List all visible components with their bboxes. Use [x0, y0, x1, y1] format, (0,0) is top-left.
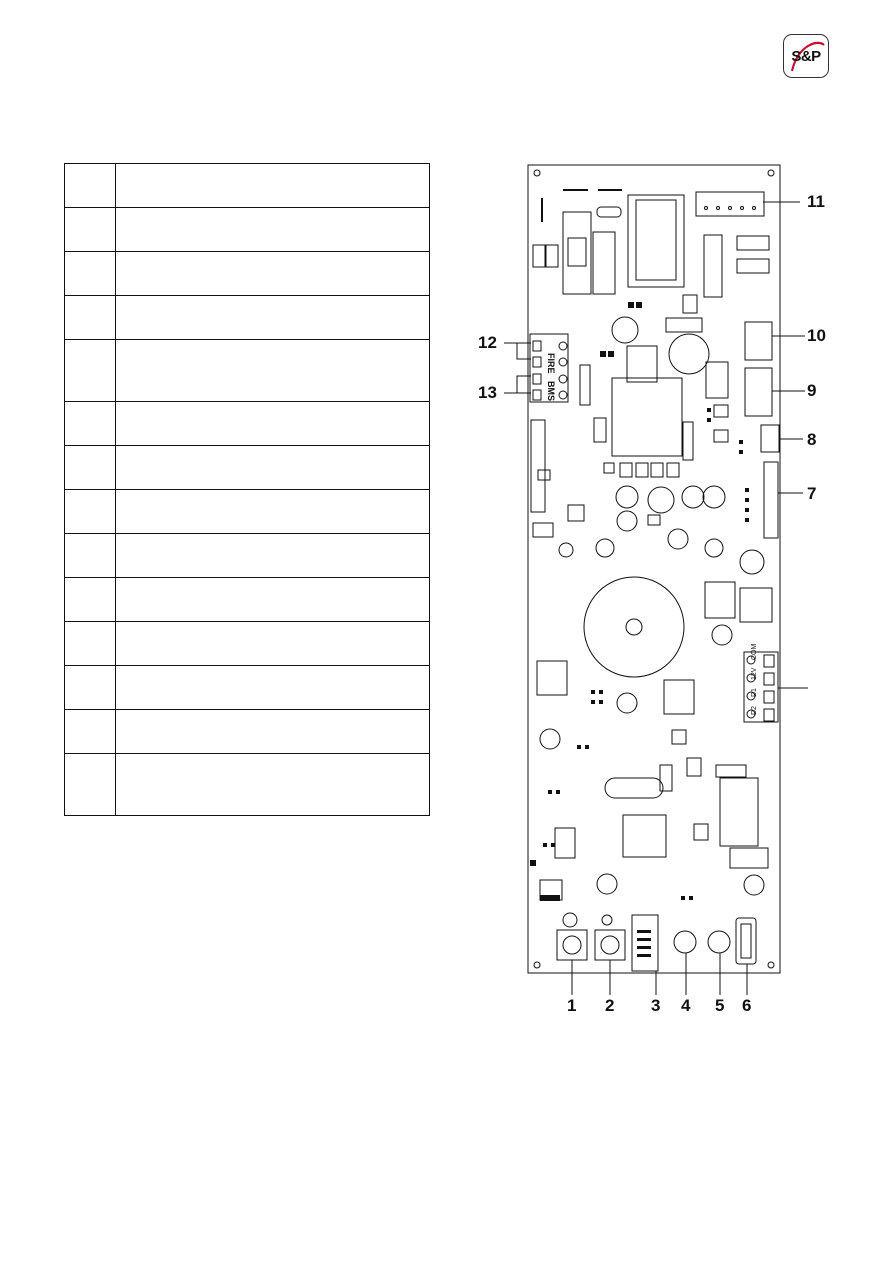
transformer	[583, 576, 685, 678]
table-cell-number	[64, 577, 116, 622]
table-cell-description	[115, 577, 430, 622]
12v-terminal-label: 12V	[751, 667, 758, 680]
table-row	[64, 753, 430, 816]
table-row	[64, 621, 430, 666]
table-cell-number	[64, 339, 116, 402]
d1-terminal-label: D1	[751, 688, 758, 697]
connector-9	[744, 367, 773, 417]
table-row	[64, 665, 430, 710]
table-row	[64, 163, 430, 208]
callout-6: 6	[742, 996, 752, 1015]
table-cell-description	[115, 753, 430, 816]
table-cell-description	[115, 621, 430, 666]
table-cell-description	[115, 533, 430, 578]
output-terminal-block	[743, 651, 779, 723]
table-row	[64, 445, 430, 490]
table-cell-description	[115, 489, 430, 534]
legend-table	[64, 163, 430, 816]
connector-8	[760, 424, 780, 453]
leader-line-13	[504, 375, 531, 394]
table-cell-description	[115, 163, 430, 208]
connector-11	[695, 191, 765, 217]
pcb-diagram: FIRE BMS COM 12V D1 D2	[504, 164, 808, 995]
callout-7: 7	[807, 484, 817, 503]
com-terminal-label: COM	[751, 644, 758, 661]
table-cell-description	[115, 295, 430, 340]
callout-5: 5	[715, 996, 725, 1015]
table-cell-number	[64, 753, 116, 816]
logo-swoosh-icon	[790, 41, 825, 72]
callout-8: 8	[807, 430, 817, 449]
button-1	[556, 929, 588, 961]
callout-4: 4	[681, 996, 691, 1015]
sp-logo: S&P	[783, 34, 829, 78]
table-cell-number	[64, 665, 116, 710]
table-row	[64, 489, 430, 534]
table-cell-number	[64, 207, 116, 252]
d2-terminal-label: D2	[751, 706, 758, 715]
table-cell-number	[64, 533, 116, 578]
table-row	[64, 577, 430, 622]
callout-2: 2	[605, 996, 615, 1015]
callout-12: 12	[478, 333, 497, 352]
table-cell-description	[115, 709, 430, 754]
table-row	[64, 533, 430, 578]
table-cell-number	[64, 295, 116, 340]
usb-connector-6	[735, 917, 757, 965]
fire-terminal-label: FIRE	[546, 353, 556, 374]
bms-terminal-label: BMS	[546, 381, 556, 401]
table-row	[64, 709, 430, 754]
table-row	[64, 339, 430, 402]
table-row	[64, 207, 430, 252]
callout-9: 9	[807, 381, 817, 400]
connector-7	[763, 461, 779, 539]
table-cell-number	[64, 251, 116, 296]
table-row	[64, 401, 430, 446]
table-row	[64, 295, 430, 340]
logo-text: S&P	[791, 47, 821, 65]
table-cell-description	[115, 339, 430, 402]
leader-line-12	[504, 342, 531, 360]
microcontroller	[622, 814, 667, 858]
connector-10	[744, 321, 773, 361]
table-cell-number	[64, 621, 116, 666]
table-cell-description	[115, 401, 430, 446]
callout-13: 13	[478, 383, 497, 402]
callout-11: 11	[807, 192, 825, 211]
table-cell-description	[115, 207, 430, 252]
pcb-board-outline	[527, 164, 781, 974]
table-cell-number	[64, 163, 116, 208]
table-row	[64, 251, 430, 296]
table-cell-description	[115, 445, 430, 490]
table-cell-number	[64, 401, 116, 446]
table-cell-number	[64, 709, 116, 754]
callout-1: 1	[567, 996, 577, 1015]
rotary-switch-5	[707, 930, 731, 954]
callout-3: 3	[651, 996, 661, 1015]
callout-10: 10	[807, 326, 826, 345]
button-2	[594, 929, 626, 961]
dip-switch-3	[631, 914, 659, 972]
table-cell-number	[64, 445, 116, 490]
table-cell-description	[115, 665, 430, 710]
table-cell-description	[115, 251, 430, 296]
table-cell-number	[64, 489, 116, 534]
rotary-switch-4	[673, 930, 697, 954]
